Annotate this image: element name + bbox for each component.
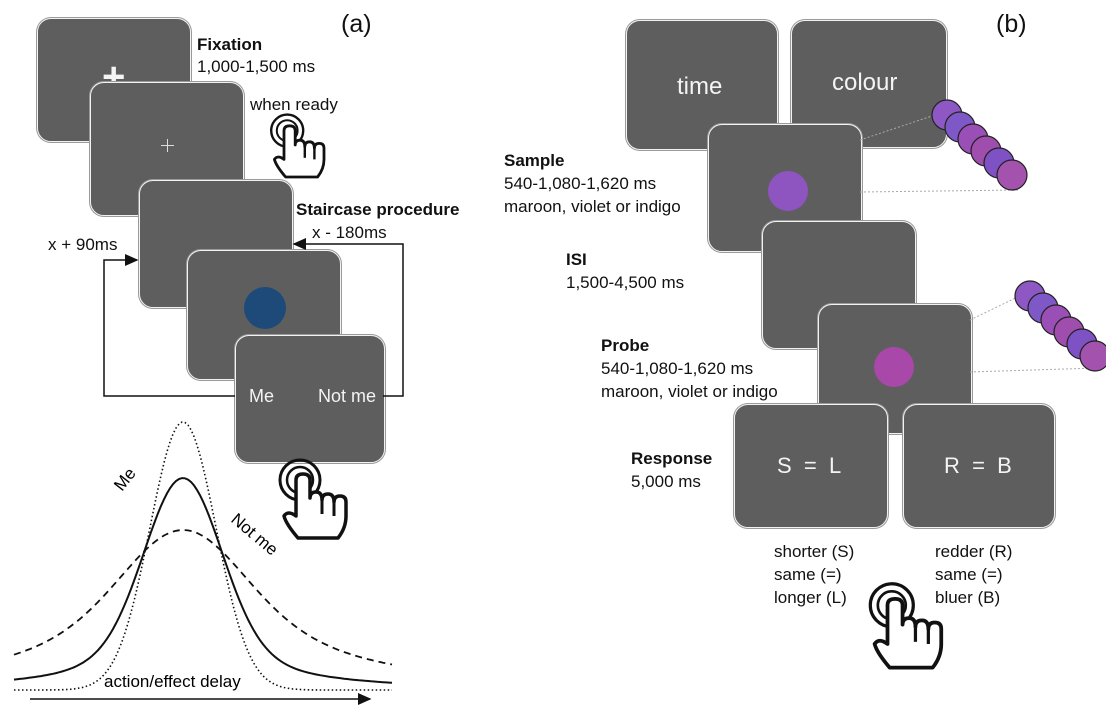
staircase-plus: x + 90ms — [48, 235, 118, 254]
time-response-screen: S = L — [734, 404, 888, 528]
time-option-shorter: shorter (S) — [774, 542, 855, 561]
swatch-stack-sample — [931, 99, 1028, 191]
curve-solid — [13, 477, 393, 684]
staircase-minus: x - 180ms — [312, 223, 387, 242]
isi-duration: 1,500-4,500 ms — [566, 273, 685, 292]
curve-dotted — [14, 421, 392, 691]
probe-title: Probe — [601, 336, 650, 355]
curve-label-not-me: Not me — [227, 510, 281, 560]
panel-a-letter: (a) — [341, 10, 372, 38]
sample-colors: maroon, violet or indigo — [504, 197, 681, 216]
sample-dot — [768, 171, 808, 211]
probe-colors: maroon, violet or indigo — [601, 382, 778, 401]
staircase-title: Staircase procedure — [296, 200, 460, 219]
isi-title: ISI — [566, 250, 587, 269]
hand-icon-response — [868, 581, 944, 670]
sample-title: Sample — [504, 151, 565, 170]
hand-icon-ready — [269, 113, 326, 179]
staircase-arrows — [103, 238, 404, 397]
time-option-longer: longer (L) — [774, 588, 847, 607]
time-cue-text: time — [677, 73, 723, 100]
colour-option-bluer: bluer (B) — [935, 588, 1001, 607]
color-swatch — [996, 159, 1028, 191]
delay-distribution-curves — [13, 421, 393, 691]
choice-me: Me — [249, 386, 275, 406]
curve-label-me: Me — [110, 464, 140, 494]
swatch-stack-probe — [1014, 280, 1106, 372]
color-swatch — [1079, 340, 1106, 372]
time-response-key: S = L — [777, 453, 842, 478]
probe-dot — [874, 347, 914, 387]
delay-axis-label: action/effect delay — [104, 672, 241, 691]
probe-duration: 540-1,080-1,620 ms — [601, 359, 754, 378]
response-title: Response — [631, 449, 713, 468]
response-duration: 5,000 ms — [631, 472, 701, 491]
hand-icon-choice — [278, 458, 348, 540]
panel-b-letter: (b) — [996, 10, 1027, 38]
colour-response-screen: R = B — [903, 404, 1055, 528]
arrow-right-loop — [292, 238, 404, 397]
curve-dashed — [13, 529, 393, 666]
choice-screen: Me Not me — [235, 335, 385, 463]
time-option-same: same (=) — [774, 565, 842, 584]
stimulus-dot — [244, 287, 286, 329]
small-fixation-icon — [161, 139, 174, 152]
sample-duration: 540-1,080-1,620 ms — [504, 174, 657, 193]
choice-not-me: Not me — [318, 386, 377, 406]
fixation-duration: 1,000-1,500 ms — [197, 57, 316, 76]
colour-option-redder: redder (R) — [935, 542, 1013, 561]
when-ready-label: when ready — [250, 95, 338, 114]
fixation-title: Fixation — [197, 35, 263, 54]
colour-cue-text: colour — [832, 69, 898, 96]
colour-response-key: R = B — [944, 453, 1012, 478]
colour-option-same: same (=) — [935, 565, 1003, 584]
arrow-left-loop — [103, 254, 235, 397]
